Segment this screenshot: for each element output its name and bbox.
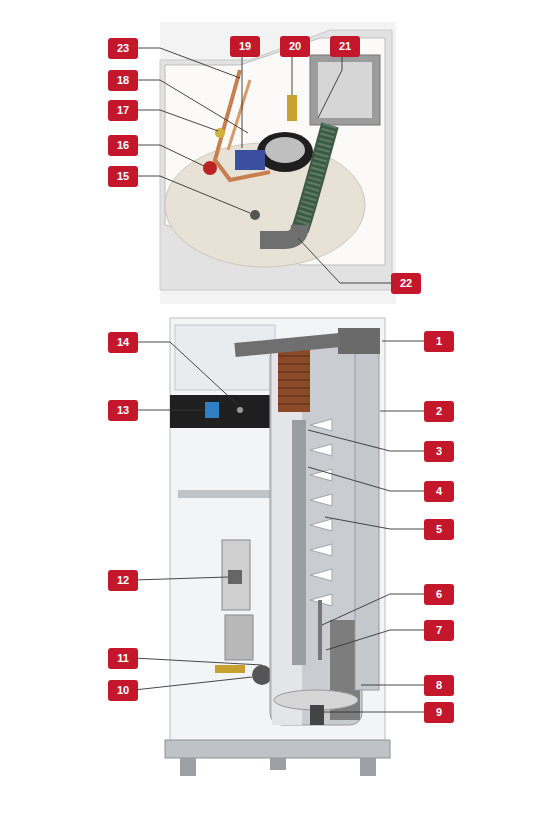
fan-cover [265, 137, 305, 163]
copper-pipe [215, 70, 270, 180]
callout-number: 10 [108, 680, 138, 701]
callout-number: 12 [108, 570, 138, 591]
callout-number: 11 [108, 648, 138, 669]
callout-number: 1 [424, 331, 454, 352]
fan-motor [257, 132, 313, 172]
callout-number: 22 [391, 273, 421, 294]
callout-number: 3 [424, 441, 454, 462]
pump [252, 665, 272, 685]
leg [360, 758, 376, 776]
callout-number: 5 [424, 519, 454, 540]
bracket-plate [225, 615, 253, 660]
callout-number: 8 [424, 675, 454, 696]
callout-number: 14 [108, 332, 138, 353]
top-duct [235, 340, 340, 350]
base-frame [165, 740, 390, 758]
sensor-rod [318, 600, 322, 660]
electric-part [228, 570, 242, 584]
callout-number: 6 [424, 584, 454, 605]
copper-pipe [228, 80, 250, 150]
callout-number: 23 [108, 38, 138, 59]
sensor [250, 210, 260, 220]
callout-number: 16 [108, 135, 138, 156]
callout-number: 19 [230, 36, 260, 57]
valve [215, 665, 245, 673]
filter [318, 62, 372, 118]
cabinet-glass [170, 318, 385, 743]
elbow [260, 225, 300, 240]
callout-number: 13 [108, 400, 138, 421]
leg [180, 758, 196, 776]
callout-number: 21 [330, 36, 360, 57]
valve [235, 150, 265, 170]
callout-number: 15 [108, 166, 138, 187]
duct-elbow [338, 328, 380, 354]
callout-number: 2 [424, 401, 454, 422]
leg [270, 758, 286, 770]
leader-lines [134, 48, 424, 712]
fitting [215, 128, 225, 138]
copper-coil [278, 350, 310, 412]
panel-ground [160, 22, 396, 304]
switch [237, 407, 243, 413]
callout-number: 20 [280, 36, 310, 57]
callout-number: 7 [424, 620, 454, 641]
valve-20 [287, 95, 297, 121]
callout-number: 18 [108, 70, 138, 91]
tank [270, 345, 362, 725]
fitting [203, 161, 217, 175]
anode [292, 420, 306, 665]
callout-number: 9 [424, 702, 454, 723]
top-glass [175, 325, 275, 390]
duct-pipe [355, 330, 379, 690]
control-band [170, 395, 280, 428]
bracket [178, 490, 273, 498]
electric-box [222, 540, 250, 610]
callout-number: 17 [108, 100, 138, 121]
drain [310, 705, 324, 725]
housing-wall [160, 30, 392, 290]
filter-box [310, 55, 380, 125]
callout-number: 4 [424, 481, 454, 502]
display [205, 402, 219, 418]
